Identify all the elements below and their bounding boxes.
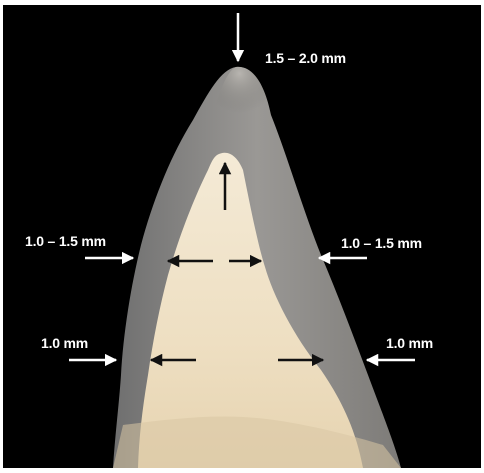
cervical-left-thickness-label: 1.0 mm (41, 335, 88, 351)
middle-right-thickness-label: 1.0 – 1.5 mm (341, 235, 422, 251)
cervical-right-thickness-label: 1.0 mm (386, 335, 433, 351)
incisal-thickness-label: 1.5 – 2.0 mm (265, 50, 346, 66)
middle-left-thickness-label: 1.0 – 1.5 mm (25, 233, 106, 249)
photo-frame: 1.5 – 2.0 mm 1.0 – 1.5 mm 1.0 – 1.5 mm 1… (3, 5, 481, 468)
